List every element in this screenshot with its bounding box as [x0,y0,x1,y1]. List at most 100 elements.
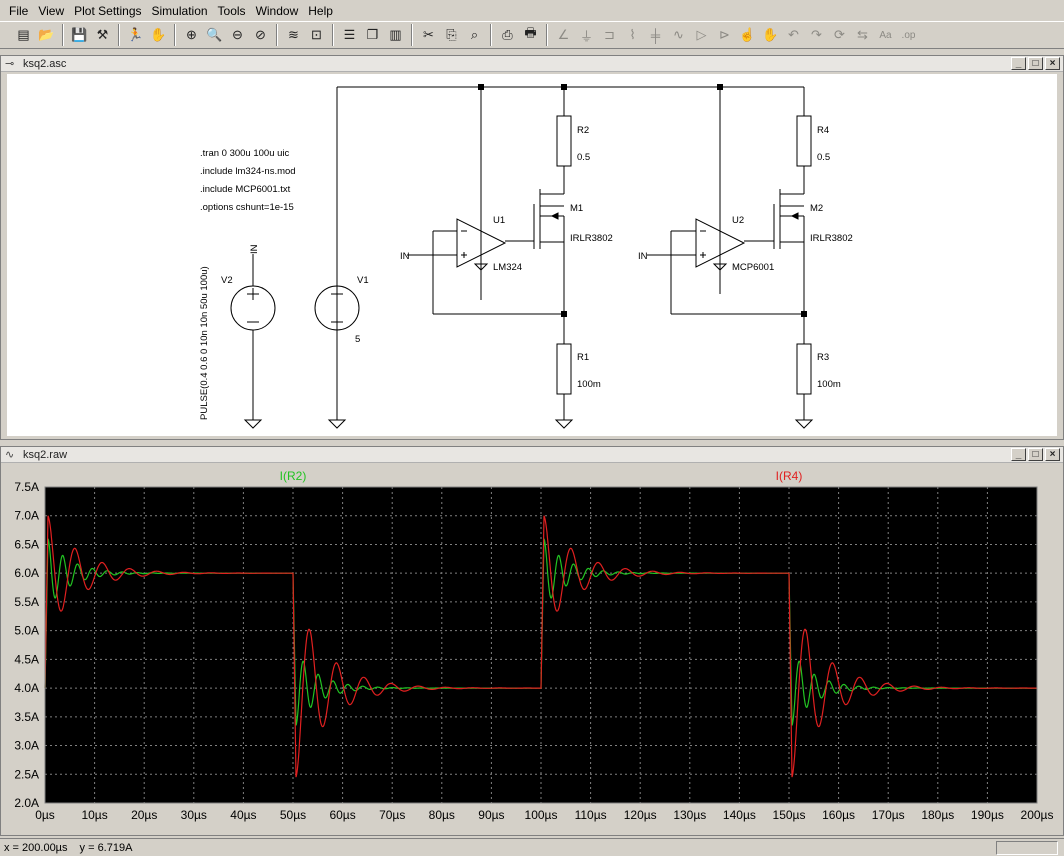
y-tick-label: 2.0A [14,796,39,810]
capacitor-icon[interactable]: ╪ [650,27,661,43]
spice-directive-icon[interactable]: .op [901,29,916,41]
x-tick-label: 180µs [921,808,954,822]
label-net-icon[interactable]: ⊐ [604,27,615,42]
wire-icon[interactable]: ∠ [557,27,570,42]
autorange-icon[interactable]: ≋ [288,27,299,42]
r4-value[interactable]: 0.5 [817,152,830,163]
u2-model[interactable]: MCP6001 [732,262,774,273]
zoom-out-icon[interactable]: ⊖ [232,27,243,42]
mirror-icon[interactable]: ⇆ [857,27,868,42]
schematic-maximize-button[interactable]: □ [1028,57,1043,70]
redo-icon[interactable]: ↷ [811,27,822,42]
schematic-window: ⊸ ksq2.asc _ □ × [0,55,1064,440]
drag-icon[interactable]: ✋ [762,27,779,42]
menu-view[interactable]: View [38,3,65,18]
move-icon[interactable]: ☝ [739,27,756,42]
waveform-plot[interactable]: 2.0A2.5A3.0A3.5A4.0A4.5A5.0A5.5A6.0A6.5A… [2,465,1062,835]
find-icon[interactable]: ⌕ [470,27,479,42]
u1-model[interactable]: LM324 [493,262,522,273]
menu-window[interactable]: Window [255,3,299,18]
component-icon[interactable]: ⊳ [719,27,730,42]
directive-options[interactable]: .options cshunt=1e-15 [200,202,294,213]
u2-in-net-label: IN [638,251,648,262]
plot-close-button[interactable]: × [1045,448,1060,461]
fit-icon[interactable]: ⊡ [311,27,322,42]
r2-value[interactable]: 0.5 [577,152,590,163]
y-tick-label: 5.0A [14,624,39,638]
cascade-icon[interactable]: ❐ [366,27,379,42]
y-tick-label: 7.0A [14,509,39,523]
print-preview-icon[interactable]: ⎙ [502,27,513,42]
new-schematic-icon[interactable]: ▤ [17,27,30,42]
ground-icon[interactable]: ⏚ [579,28,593,44]
cut-icon[interactable]: ✂ [423,27,434,42]
plot-minimize-button[interactable]: _ [1011,448,1026,461]
diode-icon[interactable]: ▷ [696,27,707,42]
r3-value[interactable]: 100m [817,379,841,390]
plot-border [44,486,1038,804]
series-line-ir4[interactable] [44,515,1037,778]
zoom-area-icon[interactable]: ⊕ [186,27,197,42]
m1-model[interactable]: IRLR3802 [570,233,613,244]
menu-plot-settings[interactable]: Plot Settings [74,3,142,18]
schematic-close-button[interactable]: × [1045,57,1060,70]
schematic-doc-icon: ⊸ [5,58,15,70]
schematic-minimize-button[interactable]: _ [1011,57,1026,70]
text-icon[interactable]: Aa [879,29,892,41]
menu-tools[interactable]: Tools [217,3,246,18]
inductor-icon[interactable]: ∿ [673,27,684,42]
directive-tran[interactable]: .tran 0 300u 100u uic [200,148,290,159]
plot-background[interactable] [45,487,1037,803]
toolbar-separator [62,24,64,46]
x-tick-label: 40µs [230,808,256,822]
toolbar-separator [490,24,492,46]
zoom-cancel-icon[interactable]: ⊘ [255,27,266,42]
tile-horizontal-icon[interactable]: ☰ [343,27,356,42]
x-tick-label: 200µs [1021,808,1054,822]
toolbar-separator [546,24,548,46]
x-tick-label: 140µs [723,808,756,822]
u2-label: U2 [732,215,744,226]
zoom-in-icon[interactable]: 🔍 [206,27,223,42]
control-panel-icon[interactable]: ⚒ [96,27,109,42]
status-y-readout: y = 6.719A [79,841,133,854]
resistor-icon[interactable]: ⌇ [629,27,636,42]
toolbar-separator [174,24,176,46]
menu-simulation[interactable]: Simulation [151,3,208,18]
schematic-titlebar[interactable]: ⊸ ksq2.asc _ □ × [1,56,1063,72]
status-pane [996,841,1058,855]
m2-model[interactable]: IRLR3802 [810,233,853,244]
legend-label-ir2[interactable]: I(R2) [280,469,307,483]
x-tick-label: 100µs [525,808,558,822]
toolbar-separator [332,24,334,46]
plot-maximize-button[interactable]: □ [1028,448,1043,461]
tile-vertical-icon[interactable]: ▥ [389,27,402,42]
x-tick-label: 190µs [971,808,1004,822]
x-tick-label: 90µs [478,808,504,822]
y-tick-label: 4.0A [14,681,39,695]
rotate-icon[interactable]: ⟳ [834,27,845,42]
halt-icon[interactable]: ✋ [150,27,167,42]
y-tick-label: 6.5A [14,537,39,551]
r1-value[interactable]: 100m [577,379,601,390]
legend-label-ir4[interactable]: I(R4) [776,469,803,483]
directive-include-lm324[interactable]: .include lm324-ns.mod [200,166,296,177]
save-icon[interactable]: 💾 [71,27,88,42]
v1-value[interactable]: 5 [355,334,360,345]
x-tick-label: 120µs [624,808,657,822]
menu-file[interactable]: File [9,3,29,18]
run-icon[interactable]: 🏃 [127,27,144,42]
r1-label: R1 [577,352,589,363]
open-icon[interactable]: 📂 [38,27,55,42]
plot-titlebar[interactable]: ∿ ksq2.raw _ □ × [1,447,1063,463]
directive-include-mcp6001[interactable]: .include MCP6001.txt [200,184,291,195]
menu-help[interactable]: Help [308,3,333,18]
x-tick-label: 20µs [131,808,157,822]
schematic-canvas[interactable]: .tran 0 300u 100u uic .include lm324-ns.… [7,74,1057,436]
copy-icon[interactable]: ⎘ [446,27,457,42]
print-icon[interactable]: 🖶 [524,25,537,40]
undo-icon[interactable]: ↶ [788,27,799,42]
v2-pulse-value[interactable]: PULSE(0.4 0.6 0 10n 10n 50u 100u) [199,266,210,420]
x-tick-label: 160µs [822,808,855,822]
